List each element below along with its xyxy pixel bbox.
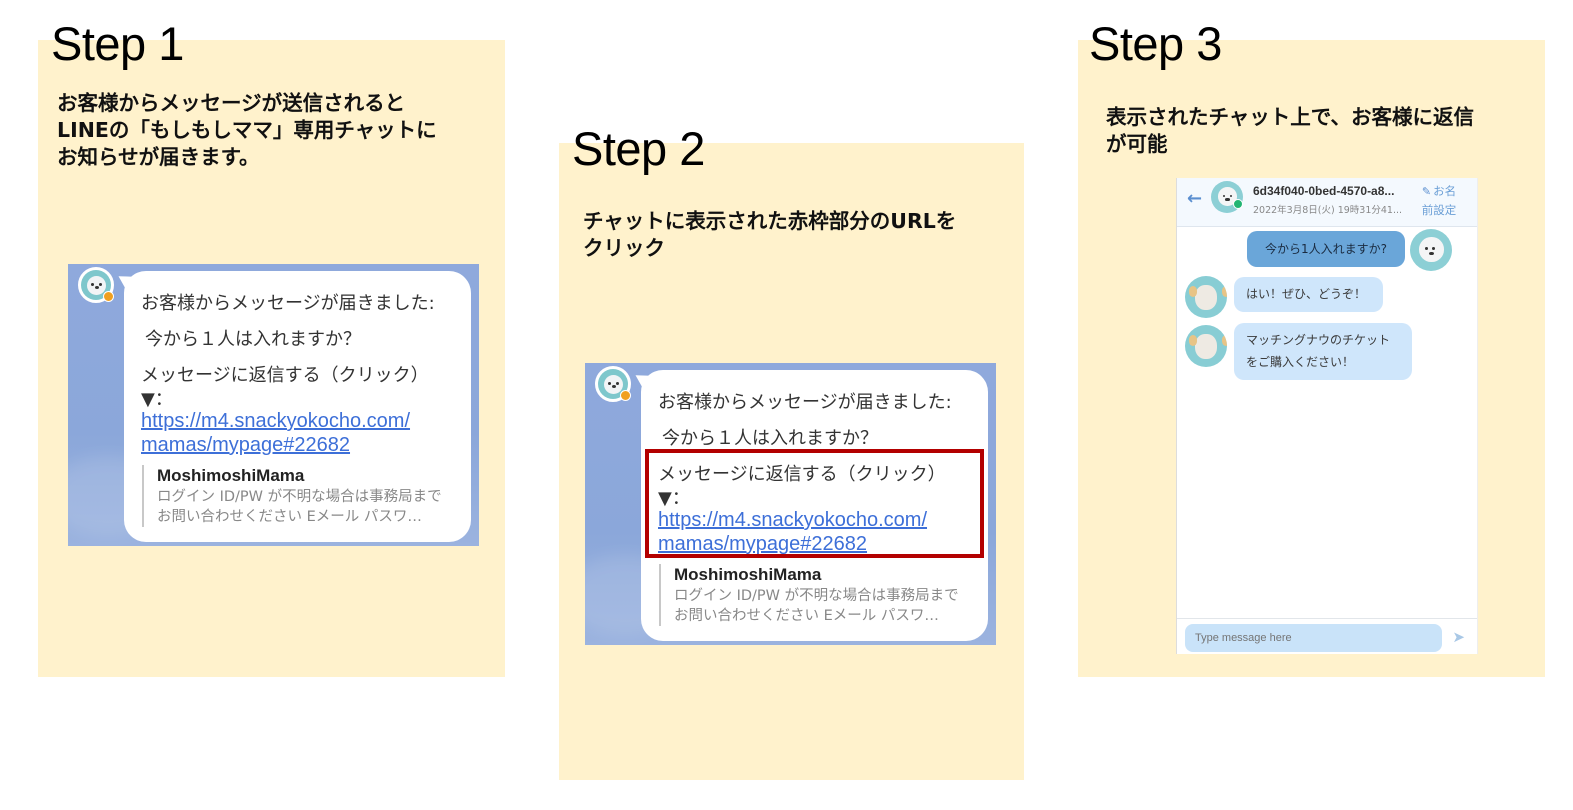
step-1-title: Step 1 (51, 17, 184, 70)
own-avatar (1410, 229, 1452, 271)
step-3-description: 表示されたチャット上で、お客様に返信 が可能 (1106, 105, 1474, 156)
customer-avatar (1185, 325, 1227, 367)
official-badge-icon (620, 390, 631, 401)
notification-heading: お客様からメッセージが届きました: (658, 392, 952, 413)
reply-url-link[interactable]: https://m4.snackyokocho.com/ mamas/mypag… (141, 410, 411, 456)
reply-label: メッセージに返信する（クリック） (141, 365, 429, 386)
name-setting-button[interactable]: ✎お名 前設定 (1421, 184, 1457, 217)
preview-description: お問い合わせください Eメール パスワ… (674, 608, 939, 624)
chat-id: 6d34f040-0bed-4570-a8... (1253, 184, 1395, 198)
bot-avatar (595, 366, 631, 402)
line-notification-screenshot: お客様からメッセージが届きました: 今から１人は入れますか？ メッセージに返信す… (68, 264, 479, 546)
reply-label: メッセージに返信する（クリック） (658, 464, 946, 485)
chat-header: ← 6d34f040-0bed-4570-a8... 2022年3月8日(火) … (1177, 178, 1477, 227)
chat-message-outgoing: 今から1人入れますか? (1247, 231, 1405, 267)
chat-app-screenshot: ← 6d34f040-0bed-4570-a8... 2022年3月8日(火) … (1176, 178, 1478, 654)
step-1-description: お客様からメッセージが送信されると LINEの「もしもしママ」専用チャットに お… (57, 91, 437, 169)
chat-message-incoming: マッチングナウのチケット をご購入ください！ (1234, 323, 1412, 380)
link-preview[interactable]: MoshimoshiMama ログイン ID/PW が不明な場合は事務局まで お… (659, 564, 959, 626)
reply-url-link[interactable]: https://m4.snackyokocho.com/ mamas/mypag… (658, 509, 928, 555)
highlight-frame (645, 449, 984, 558)
arrow-marker: ▼： (141, 389, 173, 410)
chat-message-incoming: はい！ぜひ、どうぞ！ (1234, 277, 1383, 312)
notification-bubble: お客様からメッセージが届きました: 今から１人は入れますか？ メッセージに返信す… (124, 271, 471, 542)
step-2-description: チャットに表示された赤枠部分のURLを クリック (583, 209, 957, 260)
line-notification-screenshot: お客様からメッセージが届きました: 今から１人は入れますか？ メッセージに返信す… (585, 363, 996, 645)
seal-icon (1419, 237, 1444, 262)
arrow-marker: ▼： (658, 488, 690, 509)
seal-icon (604, 375, 623, 394)
online-status-icon (1233, 199, 1243, 209)
preview-title: MoshimoshiMama (674, 565, 822, 584)
paper-plane-icon[interactable]: ➤ (1452, 628, 1465, 646)
bot-avatar (78, 267, 114, 303)
chat-datetime: 2022年3月8日(火) 19時31分41... (1253, 205, 1403, 216)
step-2-title: Step 2 (572, 122, 705, 175)
notification-bubble: お客様からメッセージが届きました: 今から１人は入れますか？ メッセージに返信す… (641, 370, 988, 641)
preview-description: ログイン ID/PW が不明な場合は事務局まで (157, 489, 442, 505)
link-preview[interactable]: MoshimoshiMama ログイン ID/PW が不明な場合は事務局まで お… (142, 465, 442, 527)
preview-description: ログイン ID/PW が不明な場合は事務局まで (674, 588, 959, 604)
back-arrow-icon[interactable]: ← (1187, 188, 1203, 209)
seal-icon (87, 276, 106, 295)
customer-message: 今から１人は入れますか？ (145, 329, 361, 350)
message-input[interactable] (1185, 624, 1442, 652)
official-badge-icon (103, 291, 114, 302)
notification-heading: お客様からメッセージが届きました: (141, 293, 435, 314)
preview-title: MoshimoshiMama (157, 466, 305, 485)
user-edit-icon: ✎ (1421, 185, 1432, 198)
chat-footer: ➤ (1177, 618, 1477, 654)
step-3-title: Step 3 (1089, 17, 1222, 70)
customer-message: 今から１人は入れますか？ (662, 428, 878, 449)
customer-avatar (1185, 276, 1227, 318)
seal-icon (1218, 187, 1237, 206)
sheep-icon (1188, 285, 1217, 311)
sheep-icon (1188, 334, 1217, 360)
preview-description: お問い合わせください Eメール パスワ… (157, 509, 422, 525)
